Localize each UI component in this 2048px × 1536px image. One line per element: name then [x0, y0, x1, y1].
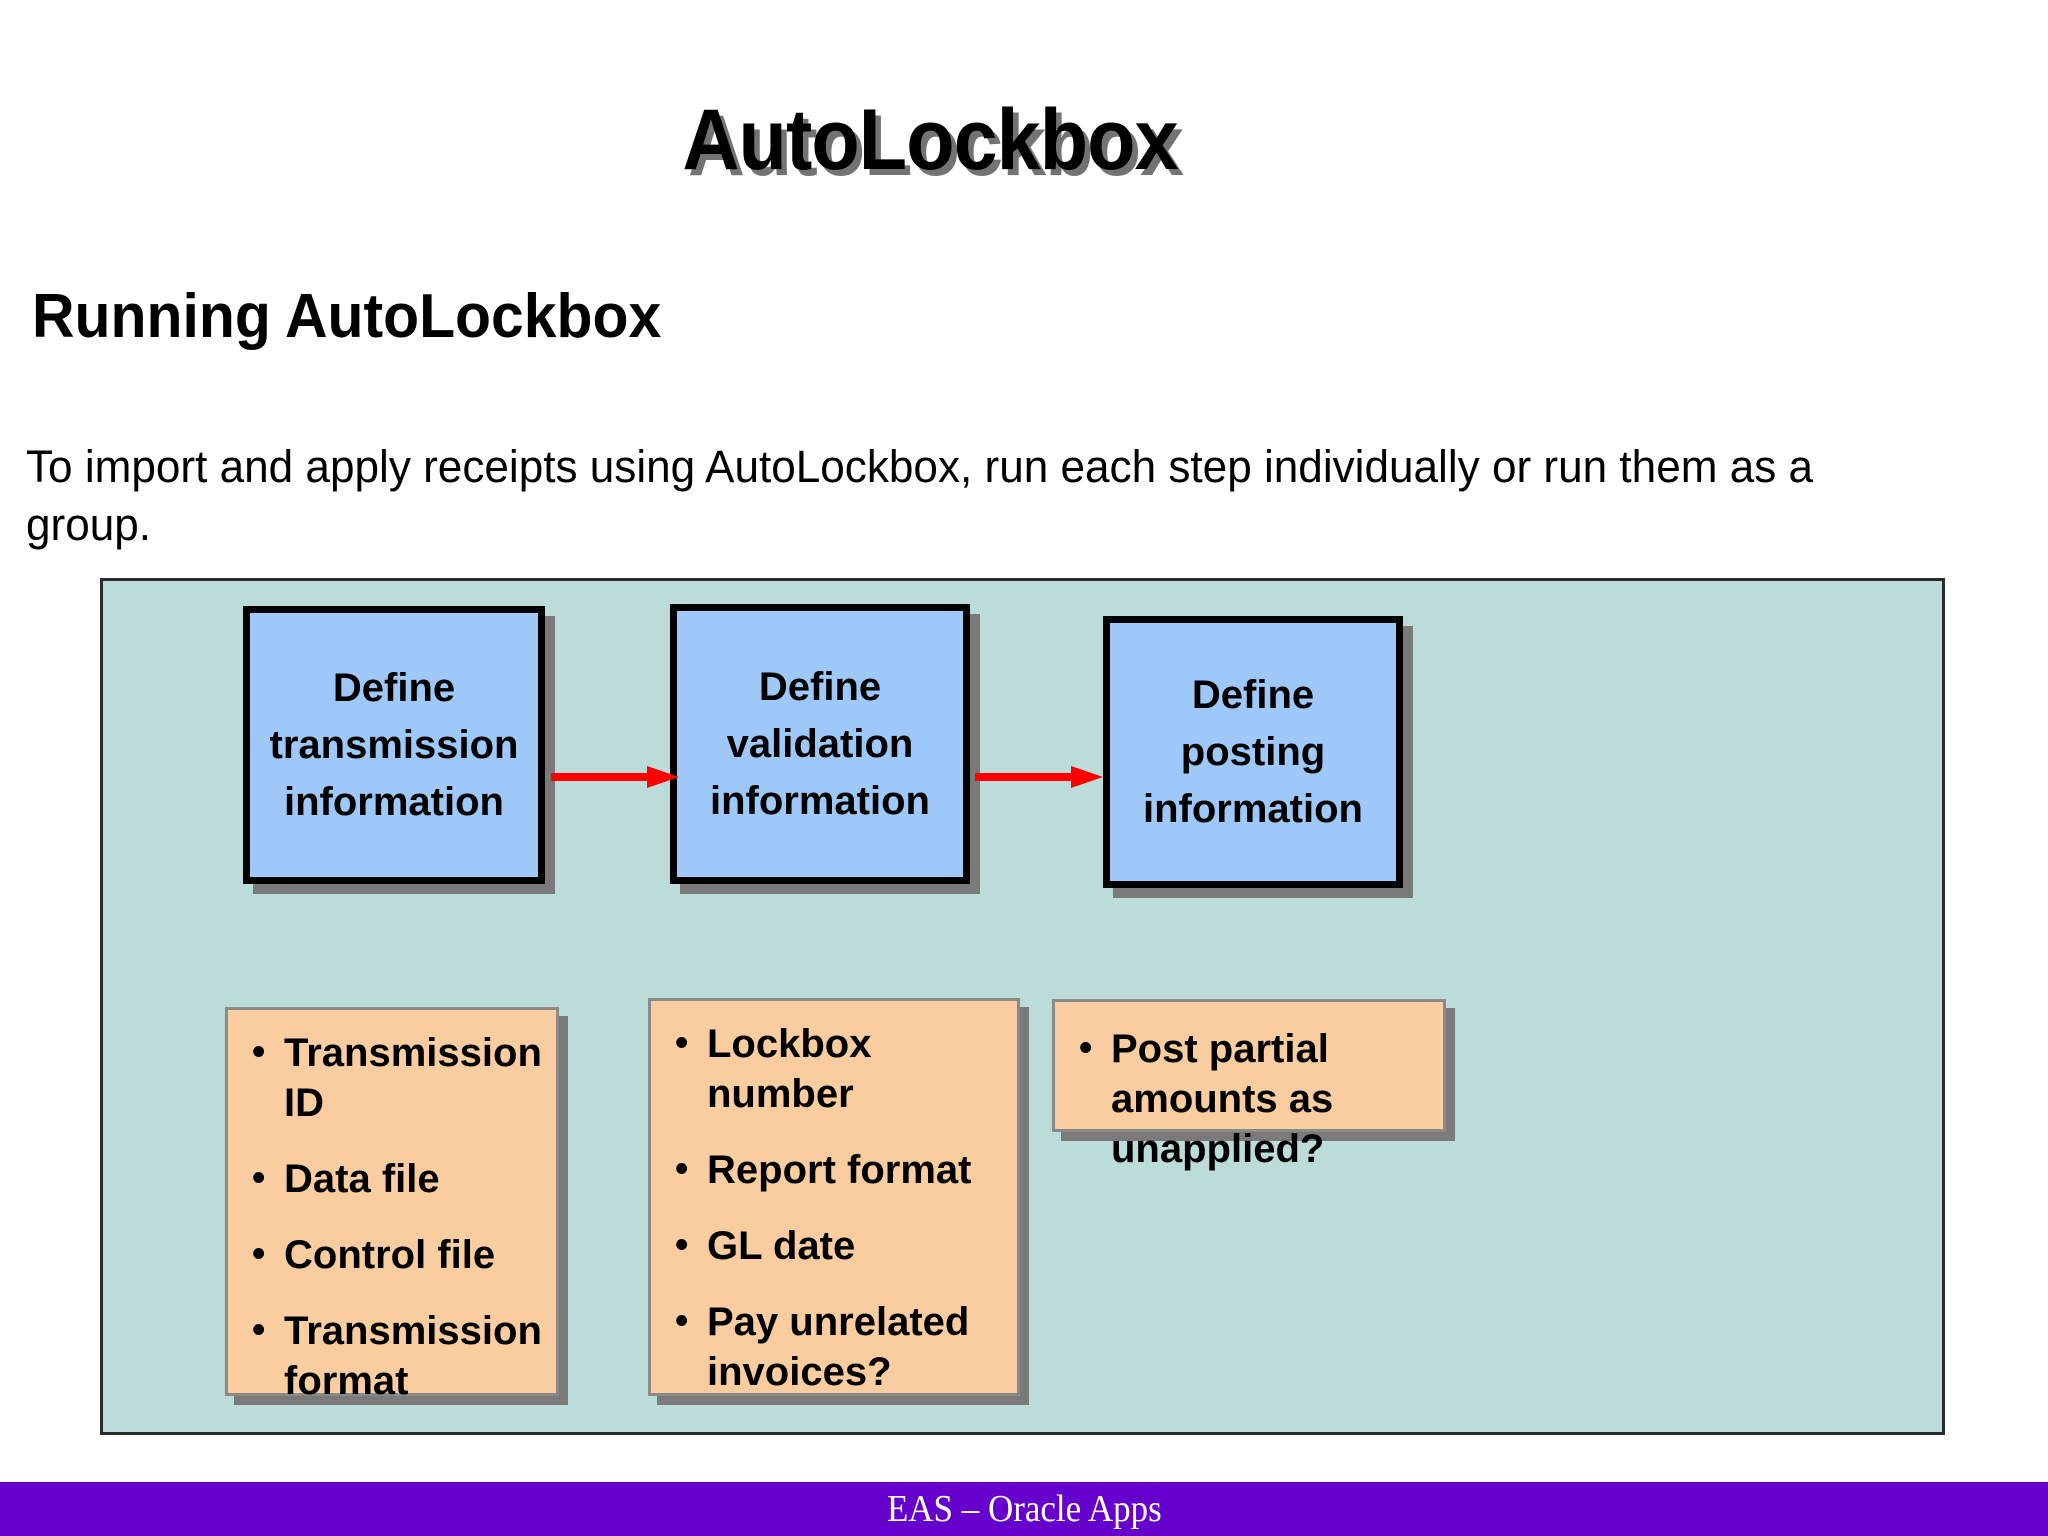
detail-box-transmission: Transmission ID Data file Control file T… [225, 1007, 559, 1403]
process-flow-diagram: Define transmission information Define v… [100, 578, 1945, 1435]
detail-list: Post partial amounts as unapplied? [1077, 1023, 1429, 1174]
arrow-right-icon [551, 766, 679, 788]
list-item: Pay unrelated invoices? [673, 1296, 1003, 1397]
list-item: Transmission format [250, 1305, 542, 1406]
footer-text: EAS – Oracle Apps [886, 1488, 1162, 1530]
list-item: Post partial amounts as unapplied? [1077, 1023, 1429, 1174]
detail-box-posting: Post partial amounts as unapplied? [1052, 999, 1446, 1171]
body-paragraph: To import and apply receipts using AutoL… [26, 441, 1814, 550]
list-item: Control file [250, 1229, 542, 1280]
list-item: GL date [673, 1220, 1003, 1271]
list-item: Data file [250, 1153, 542, 1204]
step-box-label: Define validation information [710, 664, 930, 823]
list-item: Transmission ID [250, 1027, 542, 1128]
detail-box-validation: Lockbox number Report format GL date Pay… [648, 998, 1020, 1396]
step-box-label: Define posting information [1143, 672, 1363, 831]
step-box-define-transmission-information: Define transmission information [243, 606, 545, 884]
step-box-define-validation-information: Define validation information [670, 604, 970, 884]
section-heading: Running AutoLockbox [32, 282, 662, 351]
footer-bar: EAS – Oracle Apps [0, 1482, 2048, 1536]
step-box-label: Define transmission information [269, 665, 519, 824]
slide-title: AutoLockbox [682, 92, 1178, 188]
step-box-define-posting-information: Define posting information [1103, 616, 1403, 888]
list-item: Report format [673, 1144, 1003, 1195]
detail-list: Transmission ID Data file Control file T… [250, 1027, 542, 1406]
arrow-right-icon [975, 766, 1103, 788]
detail-list: Lockbox number Report format GL date Pay… [673, 1018, 1003, 1397]
list-item: Lockbox number [673, 1018, 1003, 1119]
